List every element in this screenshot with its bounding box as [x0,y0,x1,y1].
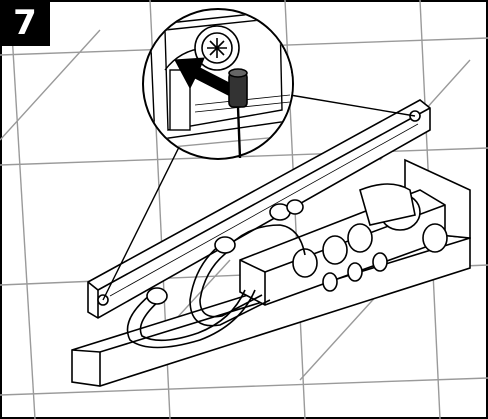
hose-icon [126,224,306,349]
fitting-icon [146,199,304,305]
magnifier-callout-icon [142,8,294,160]
hex-key-icon [228,68,248,159]
push-arrow-icon [174,57,236,97]
screw-head-icon [194,25,240,71]
valve-body-icon [239,183,448,306]
mounting-rail-icon [87,99,431,319]
callout-lines [102,94,416,301]
step-number-badge: 7 [0,0,50,46]
